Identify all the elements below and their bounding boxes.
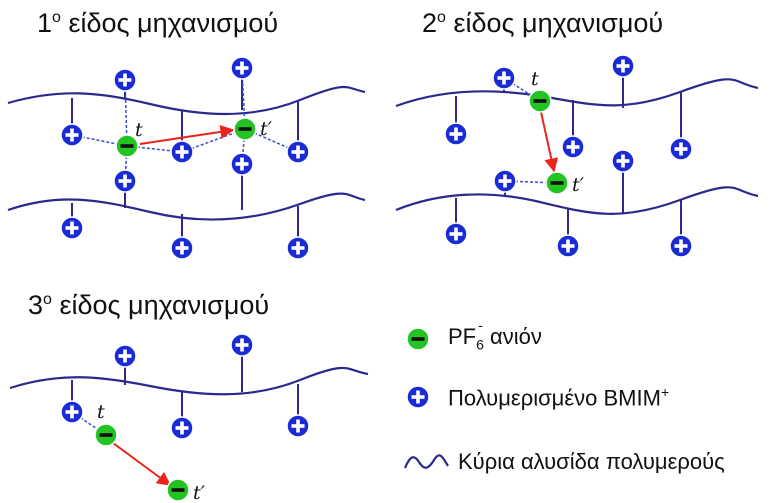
cation-icon [230, 152, 254, 176]
cation-icon [113, 68, 137, 92]
site-label-t-prime: t′ [572, 174, 585, 196]
site-label-t-prime: t′ [260, 118, 273, 140]
minus-circle-icon [406, 327, 430, 351]
polymer-chain [9, 366, 369, 396]
panel-2-title: 2ο είδος μηχανισμού [422, 8, 664, 38]
cation-icon [286, 236, 310, 260]
panel-3-title: 3ο είδος μηχανισμού [28, 290, 270, 320]
cation-icon [492, 66, 516, 90]
cation-icon [444, 222, 468, 246]
cation-icon [286, 140, 310, 164]
site-label-t: t [531, 68, 539, 90]
cation-icon [170, 140, 194, 164]
hop-arrow-1 [139, 124, 235, 145]
legend-cation-label: Πολυμερισμένο BMIM+ [448, 384, 670, 411]
plus-circle-icon [406, 385, 430, 409]
cation-icon [60, 123, 84, 147]
site-label-t-prime: t′ [193, 482, 206, 503]
anion-icon [233, 117, 257, 141]
cation-icon [493, 169, 517, 193]
hop-arrow-2 [540, 111, 559, 173]
anion-icon [528, 89, 552, 113]
cation-icon [170, 236, 194, 260]
cation-icon [611, 149, 635, 173]
polymer-chain-lower [7, 192, 366, 221]
panel-1-title: 1ο είδος μηχανισμού [37, 8, 279, 38]
legend-chain-label: Κύρια αλυσίδα πολυμερούς [458, 449, 725, 474]
legend [403, 327, 449, 469]
cation-icon [669, 234, 693, 258]
panel-1: t t′ [7, 56, 366, 260]
cation-icon [669, 137, 693, 161]
cation-icon [561, 135, 585, 159]
anion-icon [545, 171, 569, 195]
cation-icon [286, 414, 310, 438]
polymer-chain-lower [395, 186, 759, 215]
polymer-chain-upper [395, 78, 759, 108]
cation-icon [60, 216, 84, 240]
cation-icon [170, 416, 194, 440]
cation-icon [230, 56, 254, 80]
wave-icon [403, 454, 449, 469]
polymer-chain-upper [7, 85, 366, 116]
cation-icon [556, 234, 580, 258]
legend-anion-label: PF6- ανιόν [448, 317, 542, 353]
cation-icon [230, 333, 254, 357]
cation-icon [113, 344, 137, 368]
anion-icon [94, 423, 118, 447]
panel-2: t t′ [395, 54, 759, 258]
site-label-t: t [97, 401, 105, 423]
site-label-t: t [135, 119, 143, 141]
hop-arrow-3 [112, 442, 172, 486]
cation-icon [113, 169, 137, 193]
cation-icon [444, 122, 468, 146]
panel-3: t t′ [9, 333, 369, 503]
cation-icon [60, 400, 84, 424]
anion-icon [166, 478, 190, 502]
cation-icon [611, 54, 635, 78]
